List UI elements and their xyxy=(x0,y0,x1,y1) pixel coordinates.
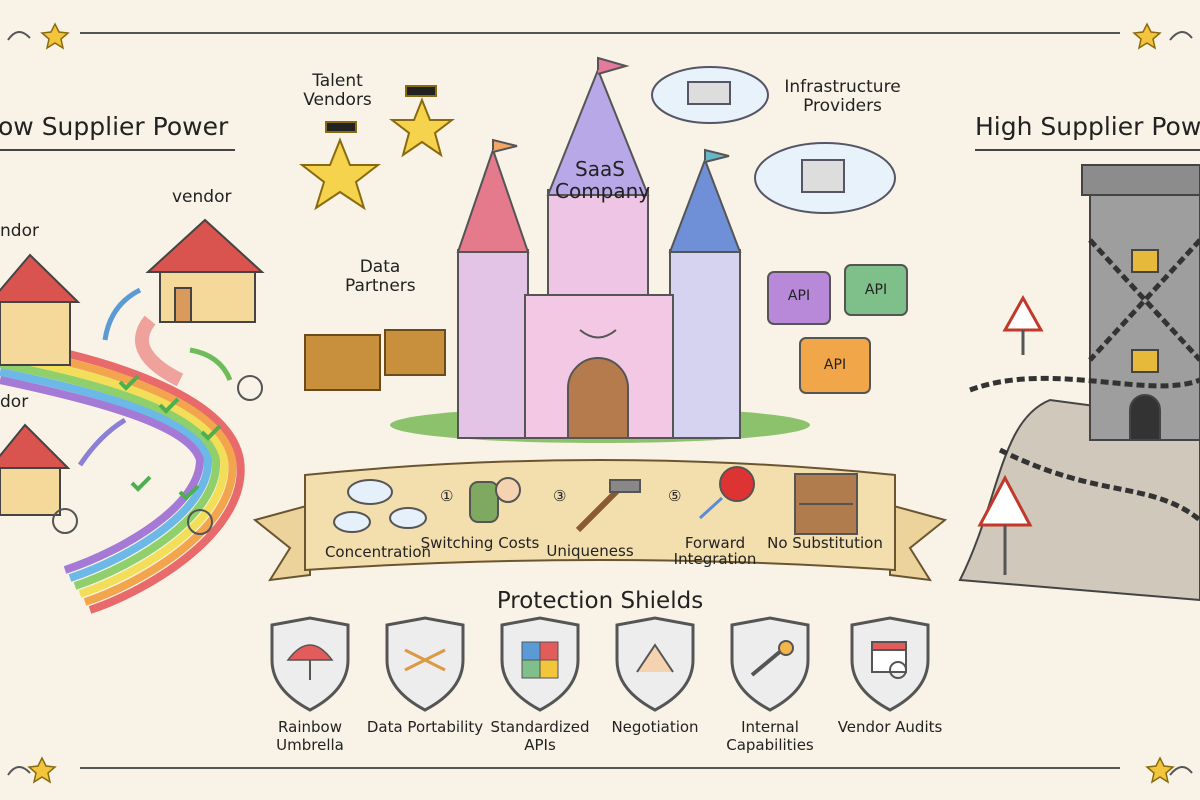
banner-item-forward-integration: Forward Integration xyxy=(673,534,757,568)
api-puzzle-icons xyxy=(767,264,908,394)
banner-icons xyxy=(333,466,858,535)
talent-star-icons xyxy=(299,85,455,211)
checkmark-icons xyxy=(52,374,263,535)
banner-marker: ① xyxy=(440,487,454,505)
company-label: SaaS Company xyxy=(555,157,651,203)
shield-label-internal-capabilities: Internal Capabilities xyxy=(726,718,814,754)
banner-marker: ③ xyxy=(553,487,567,505)
castle-illustration xyxy=(390,56,810,443)
fortress-tower-illustration xyxy=(958,164,1200,602)
data-partners-label: Data Partners xyxy=(345,257,416,296)
banner-item-switching-costs: Switching Costs xyxy=(420,534,540,552)
api-label: API xyxy=(787,288,811,304)
talent-vendors-label: Talent Vendors xyxy=(303,71,372,110)
arrow-icons xyxy=(77,287,233,467)
api-label: API xyxy=(864,282,888,298)
warning-sign-icons xyxy=(977,294,1044,575)
shield-label-rainbow-umbrella: Rainbow Umbrella xyxy=(276,718,344,754)
shield-label-standardized-apis: Standardized APIs xyxy=(490,718,590,754)
right-panel-title: High Supplier Pow xyxy=(975,112,1200,141)
cloud-server-icons xyxy=(651,66,896,214)
vendor-label: ndor xyxy=(0,221,39,241)
vendor-label: dor xyxy=(0,392,29,412)
shield-label-data-portability: Data Portability xyxy=(366,718,484,736)
left-panel-title: ow Supplier Power xyxy=(0,112,229,141)
shield-label-vendor-audits: Vendor Audits xyxy=(837,718,943,736)
shield-label-negotiation: Negotiation xyxy=(611,718,699,736)
vendor-label: vendor xyxy=(172,187,232,207)
frame-border xyxy=(7,31,1193,776)
treasure-chest-icons xyxy=(304,329,446,391)
shields-title: Protection Shields xyxy=(496,588,704,614)
api-label: API xyxy=(823,357,847,373)
shield-icons xyxy=(270,616,930,712)
vendor-house-icons xyxy=(0,218,265,516)
rainbow-road xyxy=(0,315,245,614)
banner-item-concentration: Concentration xyxy=(324,543,432,561)
star-icons xyxy=(27,22,1175,784)
banner-item-no-substitution: No Substitution xyxy=(767,534,883,552)
banner-marker: ⑤ xyxy=(668,487,682,505)
banner-item-uniqueness: Uniqueness xyxy=(546,542,634,560)
infrastructure-providers-label: Infrastructure Providers xyxy=(784,77,901,116)
